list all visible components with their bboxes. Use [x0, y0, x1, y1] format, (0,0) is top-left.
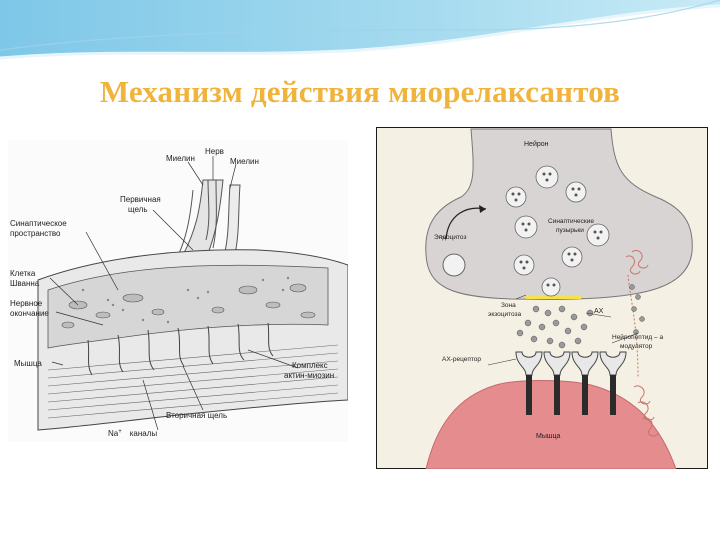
label-neuron: Нейрон [524, 140, 549, 148]
synaptic-vesicles [505, 165, 610, 297]
acetylcholine-molecules [516, 305, 594, 349]
vesicle-contents [511, 172, 603, 287]
neuron-terminal [425, 128, 693, 300]
label-exo-zone-1: Зона [501, 302, 516, 309]
label-nerve-ending-2: окончание [10, 309, 49, 318]
slide-title: Механизм действия миорелаксантов [99, 74, 621, 109]
label-nerve: Нерв [205, 147, 224, 156]
label-na-sup: + [118, 429, 122, 435]
label-endocytosis: Эндоцитоз [434, 234, 466, 241]
synapse-schematic-diagram: Нейрон Синаптические пузырьки Эндоцитоз … [376, 127, 708, 469]
header-wave [0, 0, 720, 60]
endocytosis-arrowhead [479, 205, 486, 213]
label-channels: каналы [130, 429, 158, 438]
label-muscle-left: Мышца [14, 359, 42, 368]
neuropeptide-coil [625, 249, 659, 437]
secondary-clefts [87, 322, 274, 376]
ach-receptors [515, 351, 627, 415]
label-na: Na [108, 429, 119, 438]
label-myelin-left: Миелин [166, 154, 195, 163]
label-secondary-cleft: Вторичная щель [166, 411, 227, 420]
neuromuscular-junction-diagram: Нерв Миелин Миелин Первичная щель Синапт… [8, 140, 348, 442]
label-ach-receptor: АХ-рецептор [442, 356, 481, 363]
leader-lines [49, 156, 299, 431]
label-primary-cleft-1: Первичная [120, 195, 161, 204]
label-complex-2: актин-миозин [284, 371, 334, 380]
right-leader-lines [439, 234, 639, 366]
label-vesicles-2: пузырьки [556, 227, 584, 234]
label-neuropeptide-2: модулятор [620, 343, 653, 350]
synaptic-region [47, 264, 329, 349]
label-exo-zone-2: экзоцитоза [488, 311, 522, 318]
vesicle-dots [81, 276, 290, 324]
label-schwann-1: Клетка [10, 269, 36, 278]
label-vesicles-1: Синаптические [548, 218, 594, 225]
label-primary-cleft-2: щель [128, 205, 148, 214]
label-neuropeptide-1: Нейропептид – а [612, 333, 663, 341]
label-myelin-right: Миелин [230, 157, 259, 166]
label-schwann-2: Шванна [10, 279, 40, 288]
neuropeptide-molecules [629, 284, 645, 335]
label-muscle-right: Мышца [536, 433, 560, 440]
label-ach: АХ [594, 308, 604, 315]
label-nerve-ending-1: Нервное [10, 299, 43, 308]
label-complex-1: Комплекс [292, 361, 328, 370]
label-synaptic-space-2: пространство [10, 229, 61, 238]
endocytosis-vesicle [442, 253, 466, 277]
label-na-channels: Na+ каналы [108, 429, 157, 438]
label-synaptic-space-1: Синаптическое [10, 219, 67, 228]
